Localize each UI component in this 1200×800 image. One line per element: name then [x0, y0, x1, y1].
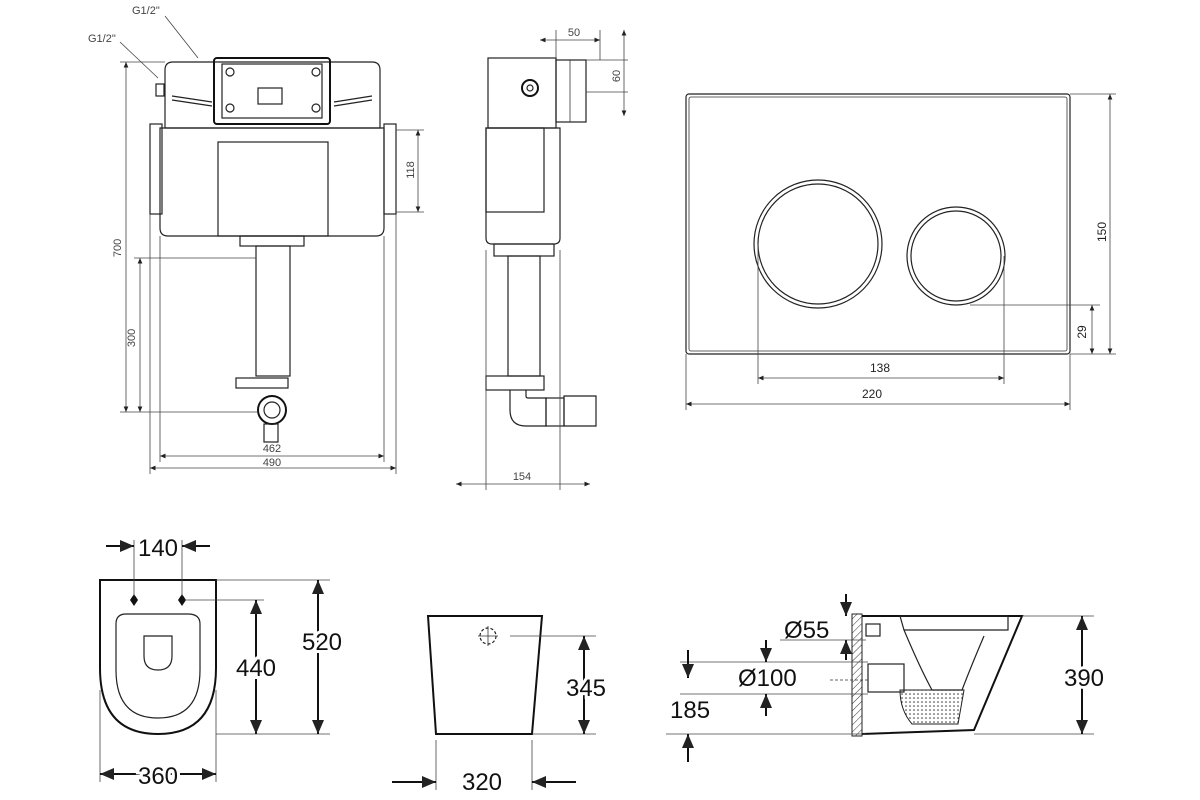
- left-slot: [171, 95, 213, 107]
- flush-plate: [685, 93, 1071, 355]
- dim-bolt-to-front: 440: [236, 655, 276, 682]
- dim-height-top: 60: [611, 70, 623, 82]
- dim-outlet-diameter: Ø100: [738, 665, 797, 692]
- dim-plate-height: 150: [1095, 222, 1109, 242]
- valve-handle: [257, 87, 283, 105]
- water-inlet-connector: [235, 377, 289, 389]
- toilet-top-view: 140 440 520 360: [99, 535, 345, 793]
- inlet-side-label: G1/2": [88, 33, 116, 45]
- flush-plate-view: 150 29 138 220: [685, 93, 1116, 410]
- dim-bracket: 118: [405, 161, 417, 179]
- cistern-side-view: 50 60 154: [456, 27, 628, 490]
- outlet-connector: [257, 395, 287, 425]
- screw-icon: [225, 67, 235, 77]
- left-bracket: [149, 123, 163, 215]
- cistern-top-frame: [164, 61, 381, 129]
- leader-line: [119, 41, 159, 79]
- screw-icon: [311, 67, 321, 77]
- small-button-ring: [910, 210, 1002, 302]
- dim-width: 360: [138, 763, 178, 790]
- dim-side-height: 390: [1064, 665, 1104, 692]
- toilet-back-outline: [426, 615, 544, 735]
- toilet-seat: [115, 613, 201, 719]
- dim-back-height: 345: [566, 675, 606, 702]
- bowl-inner: [903, 629, 985, 691]
- side-tank: [485, 127, 561, 245]
- outlet-horn: [867, 663, 905, 693]
- pipe-collar: [239, 235, 305, 247]
- large-button-ring: [757, 183, 879, 305]
- side-top-block: [487, 57, 557, 129]
- leader-line: [164, 15, 199, 59]
- side-tank-panel: [485, 127, 545, 213]
- bolt-marker-icon: [178, 594, 186, 606]
- inlet-valve-inner: [221, 63, 323, 119]
- inlet-spud: [865, 623, 881, 637]
- side-elbow: [509, 390, 547, 427]
- dim-width-inner: 462: [263, 443, 281, 455]
- dim-plate-width: 220: [862, 387, 882, 401]
- side-inlet-block: [555, 59, 587, 123]
- toilet-side-view: Ø55 Ø100 185 390: [666, 594, 1107, 762]
- side-flush-pipe: [507, 255, 541, 377]
- side-outlet-cap: [563, 395, 597, 427]
- screw-icon: [311, 103, 321, 113]
- screw-icon: [225, 103, 235, 113]
- inlet-valve-box: [213, 57, 331, 125]
- bowl-rim: [899, 615, 1009, 631]
- side-coupler: [545, 397, 565, 427]
- side-collar: [493, 243, 555, 257]
- right-slot: [333, 95, 373, 107]
- inlet-top-label: G1/2": [132, 5, 160, 17]
- outlet-stub: [263, 423, 279, 443]
- toilet-drain: [143, 635, 173, 671]
- flush-plate-bevel: [688, 96, 1068, 352]
- toilet-bowl-outline: [99, 579, 217, 736]
- dim-button-span: 138: [870, 361, 890, 375]
- large-flush-button: [753, 179, 883, 309]
- small-flush-button: [906, 206, 1006, 306]
- wall-section: [851, 613, 863, 737]
- side-clamp: [485, 375, 545, 391]
- outlet-inner: [263, 401, 281, 419]
- dim-back-width: 320: [462, 769, 502, 796]
- dim-height-total: 700: [112, 239, 124, 257]
- side-inlet-inner: [526, 84, 534, 92]
- side-inlet-fitting: [155, 83, 165, 97]
- dim-button-offset: 29: [1075, 325, 1089, 339]
- dim-depth-total: 154: [513, 471, 531, 483]
- dim-height-outlet: 300: [126, 329, 138, 347]
- cistern-tank: [159, 127, 385, 237]
- dim-depth-top: 50: [568, 27, 580, 39]
- trapway: [899, 689, 965, 725]
- dim-outlet-height: 185: [670, 697, 710, 724]
- side-inlet-circle: [521, 79, 539, 97]
- dim-bolt-spacing: 140: [138, 535, 178, 562]
- toilet-back-view: 345 320: [392, 615, 609, 796]
- flush-pipe: [255, 245, 291, 377]
- dim-inlet-diameter: Ø55: [784, 617, 829, 644]
- dim-width-outer: 490: [263, 457, 281, 469]
- right-bracket: [383, 123, 397, 215]
- cistern-front-view: G1/2" G1/2" 700 300 118 462 490: [88, 5, 424, 474]
- bolt-marker-icon: [130, 594, 138, 606]
- service-opening: [217, 141, 329, 237]
- dim-length: 520: [302, 629, 342, 656]
